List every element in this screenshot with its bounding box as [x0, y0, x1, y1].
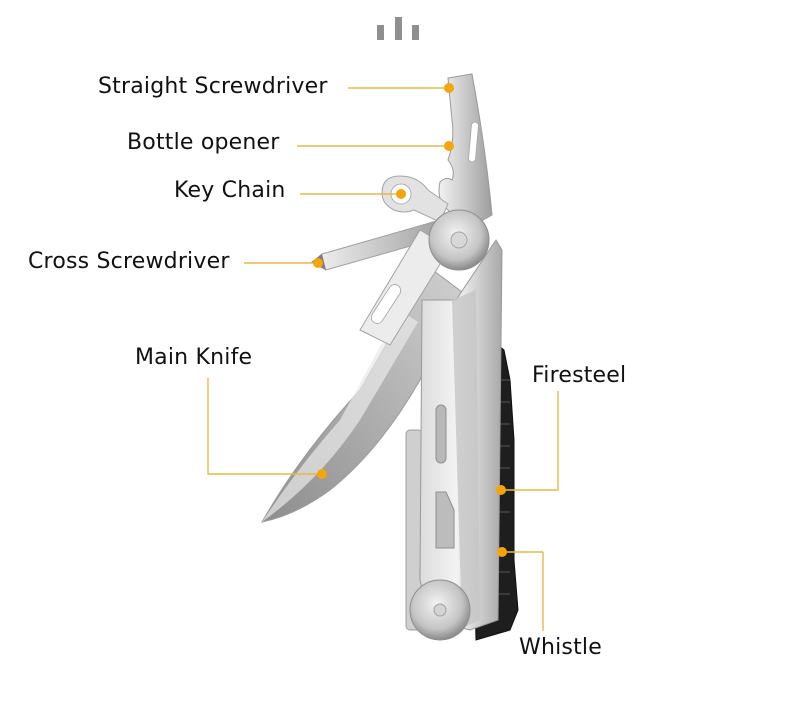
label-whistle: Whistle: [519, 635, 602, 660]
bar-chart-icon: [377, 15, 421, 40]
callout-lines: [207, 87, 559, 631]
label-cross-screwdriver: Cross Screwdriver: [28, 249, 230, 274]
straight-screwdriver-tool: [438, 73, 493, 233]
top-pivot: [428, 209, 490, 271]
label-firesteel: Firesteel: [532, 363, 627, 388]
label-bottle-opener: Bottle opener: [127, 130, 280, 155]
label-main-knife: Main Knife: [135, 345, 253, 370]
key-chain-tool: [381, 175, 449, 223]
callout-dots: [313, 83, 507, 557]
label-key-chain: Key Chain: [174, 178, 286, 203]
bottom-pivot: [409, 579, 471, 641]
handle-body: [405, 239, 503, 631]
label-straight-screwdriver: Straight Screwdriver: [98, 74, 328, 99]
main-knife-tool: [261, 229, 463, 523]
